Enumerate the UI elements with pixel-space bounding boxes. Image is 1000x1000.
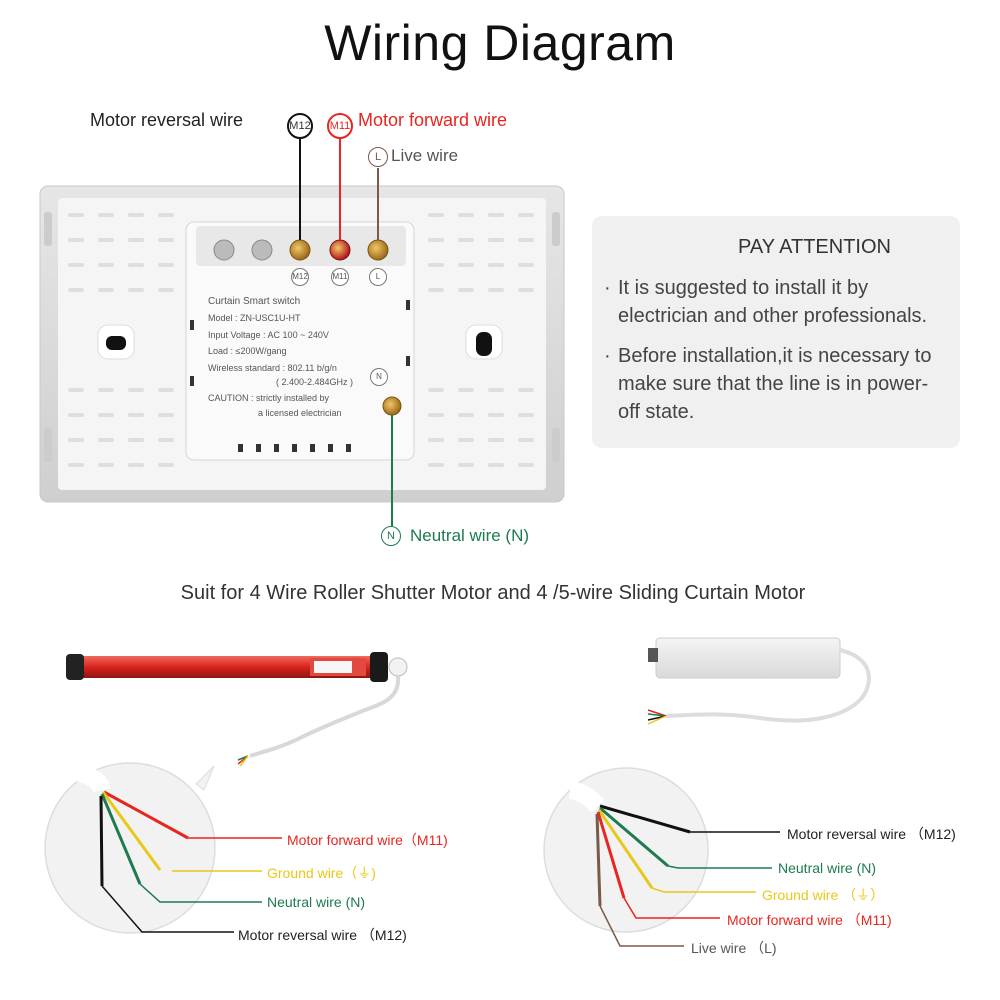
left-wire-magnifier [44, 762, 216, 934]
module-voltage: Input Voltage : AC 100 ~ 240V [208, 330, 329, 340]
module-frequency: ( 2.400-2.484GHz ) [276, 377, 354, 387]
left-forward-label: Motor forward wire（M11) [287, 832, 448, 848]
motor-reversal-label: Motor reversal wire [90, 110, 244, 130]
right-ground-label: Ground wire （⏚） [762, 887, 885, 903]
neutral-wire-label: Neutral wire (N) [410, 526, 530, 545]
right-neutral-label: Neutral wire (N) [778, 860, 877, 876]
right-forward-label: Motor forward wire （M11) [727, 912, 892, 928]
attention-item-text: Before installation,it is necessary to m… [618, 345, 932, 423]
module-model: Model : ZN-USC1U-HT [208, 313, 301, 323]
motor-compatibility-subtitle: Suit for 4 Wire Roller Shutter Motor and… [180, 582, 806, 604]
attention-title: PAY ATTENTION [738, 236, 891, 258]
attention-item-text: It is suggested to install it by electri… [618, 277, 928, 327]
module-name: Curtain Smart switch [208, 296, 301, 307]
attention-item: ·It is suggested to install it by electr… [604, 274, 950, 330]
left-reversal-label: Motor reversal wire （M12) [238, 927, 407, 943]
terminal-label-n: N [370, 368, 388, 386]
m11-badge: M11 [327, 113, 353, 139]
motor-forward-label: Motor forward wire [358, 110, 508, 130]
l-badge: L [368, 147, 388, 167]
module-wireless: Wireless standard : 802.11 b/g/n [208, 363, 337, 373]
terminal-label-m11: M11 [331, 268, 349, 286]
page-title: Wiring Diagram [324, 15, 676, 71]
attention-box: PAY ATTENTION ·It is suggested to instal… [592, 216, 960, 448]
module-caution: CAUTION : strictly installed by [208, 393, 330, 403]
left-ground-label: Ground wire（⏚) [267, 865, 376, 881]
m12-badge: M12 [287, 113, 313, 139]
module-caution-2: a licensed electrician [258, 408, 342, 418]
attention-item: ·Before installation,it is necessary to … [604, 342, 950, 426]
terminal-label-l: L [369, 268, 387, 286]
right-reversal-label: Motor reversal wire （M12) [787, 826, 956, 842]
sliding-curtain-motor [655, 637, 841, 679]
module-load: Load : ≤200W/gang [208, 346, 287, 356]
right-live-label: Live wire （L) [691, 940, 777, 956]
roller-shutter-motor [72, 656, 380, 678]
live-wire-label: Live wire [391, 146, 459, 165]
terminal-label-m12: M12 [291, 268, 309, 286]
n-badge: N [381, 526, 401, 546]
left-neutral-label: Neutral wire (N) [267, 894, 366, 910]
